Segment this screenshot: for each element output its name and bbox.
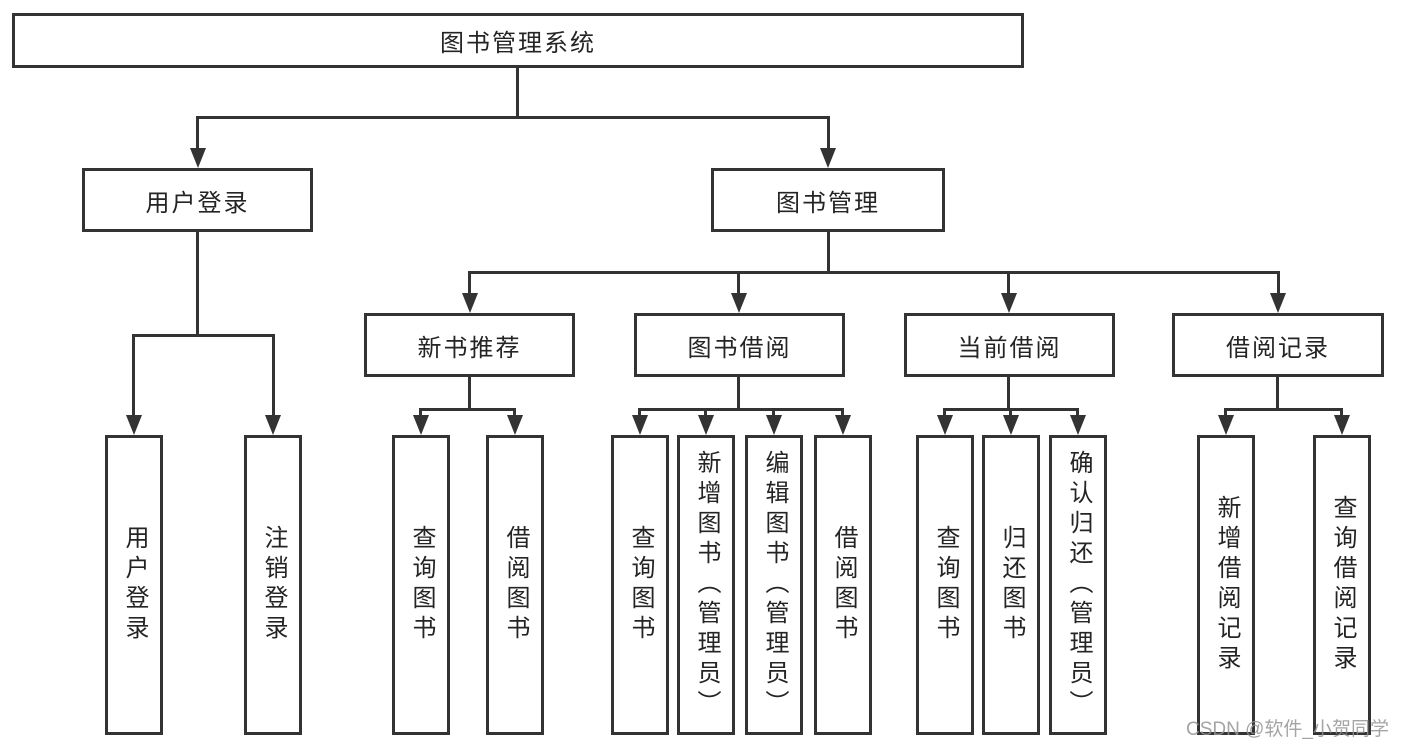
node-current-borrowing: 当前借阅 (904, 313, 1115, 377)
arrow-down-icon (1070, 415, 1086, 435)
leaf-query-borrow-record: 查询借阅记录 (1313, 435, 1371, 735)
arrow-down-icon (1003, 415, 1019, 435)
arrow-down-icon (507, 415, 523, 435)
connector-line (827, 116, 830, 150)
connector-line (943, 408, 946, 417)
connector-line (827, 232, 830, 274)
leaf-borrow-books: 借阅图书 (814, 435, 872, 735)
arrow-down-icon (265, 415, 281, 435)
arrow-down-icon (126, 415, 142, 435)
connector-line (1224, 408, 1343, 411)
leaf-confirm-return-admin: 确认归还（管理员） (1049, 435, 1107, 735)
node-book-borrowing-label: 图书借阅 (687, 334, 792, 362)
connector-line (468, 377, 471, 411)
connector-line (196, 116, 199, 150)
leaf-query-books-borrow-label: 查询图书 (627, 525, 654, 645)
csdn-watermark: CSDN @软件_小贺同学 (1186, 719, 1389, 740)
node-new-book-recommendation-label: 新书推荐 (417, 334, 522, 362)
connector-line (772, 408, 775, 417)
arrow-down-icon (190, 148, 206, 168)
leaf-add-borrow-record: 新增借阅记录 (1197, 435, 1255, 735)
leaf-add-books-admin-label: 新增图书（管理员） (693, 450, 720, 720)
node-user-login: 用户登录 (82, 168, 313, 232)
arrow-down-icon (413, 415, 429, 435)
node-book-borrowing: 图书借阅 (634, 313, 845, 377)
node-book-management-label: 图书管理 (776, 189, 880, 217)
connector-line (272, 334, 275, 417)
connector-line (1076, 408, 1079, 417)
arrow-down-icon (937, 415, 953, 435)
connector-line (513, 408, 516, 417)
connector-line (132, 334, 275, 337)
node-borrowing-records-label: 借阅记录 (1226, 334, 1330, 362)
leaf-user-login-label: 用户登录 (121, 525, 148, 645)
leaf-query-borrow-record-label: 查询借阅记录 (1329, 495, 1356, 675)
node-library-management-system-label: 图书管理系统 (440, 30, 596, 57)
connector-line (638, 408, 641, 417)
connector-line (638, 408, 844, 411)
connector-line (737, 377, 740, 411)
leaf-query-books-recommend: 查询图书 (392, 435, 450, 735)
arrow-down-icon (1218, 415, 1234, 435)
leaf-borrow-books-label: 借阅图书 (830, 525, 857, 645)
connector-line (419, 408, 422, 417)
connector-line (419, 408, 516, 411)
connector-line (516, 68, 519, 119)
arrow-down-icon (1001, 293, 1017, 313)
connector-line (841, 408, 844, 417)
connector-line (1276, 377, 1279, 411)
connector-line (132, 334, 135, 417)
leaf-edit-books-admin-label: 编辑图书（管理员） (761, 450, 788, 720)
node-user-login-label: 用户登录 (145, 189, 250, 217)
leaf-add-books-admin: 新增图书（管理员） (677, 435, 735, 735)
connector-line (704, 408, 707, 417)
connector-line (1007, 377, 1010, 411)
connector-line (1224, 408, 1227, 417)
leaf-return-books-label: 归还图书 (998, 525, 1025, 645)
leaf-edit-books-admin: 编辑图书（管理员） (745, 435, 803, 735)
connector-line (196, 116, 830, 119)
arrow-down-icon (1270, 293, 1286, 313)
connector-line (1007, 271, 1010, 295)
connector-line (737, 271, 740, 295)
node-current-borrowing-label: 当前借阅 (957, 334, 1062, 362)
leaf-borrow-books-recommend-label: 借阅图书 (502, 525, 529, 645)
leaf-logout-label: 注销登录 (260, 525, 287, 645)
connector-line (1340, 408, 1343, 417)
arrow-down-icon (766, 415, 782, 435)
connector-line (1009, 408, 1012, 417)
node-new-book-recommendation: 新书推荐 (364, 313, 575, 377)
leaf-confirm-return-admin-label: 确认归还（管理员） (1065, 450, 1092, 720)
node-borrowing-records: 借阅记录 (1172, 313, 1384, 377)
leaf-borrow-books-recommend: 借阅图书 (486, 435, 544, 735)
arrow-down-icon (731, 293, 747, 313)
arrow-down-icon (835, 415, 851, 435)
leaf-user-login: 用户登录 (105, 435, 163, 735)
leaf-query-books-current-label: 查询图书 (932, 525, 959, 645)
connector-line (1277, 271, 1280, 295)
connector-line (468, 271, 1280, 274)
leaf-logout: 注销登录 (244, 435, 302, 735)
leaf-query-books-borrow: 查询图书 (611, 435, 669, 735)
arrow-down-icon (1334, 415, 1350, 435)
leaf-query-books-current: 查询图书 (916, 435, 974, 735)
leaf-add-borrow-record-label: 新增借阅记录 (1213, 495, 1240, 675)
connector-line (196, 232, 199, 337)
node-book-management: 图书管理 (711, 168, 945, 232)
leaf-query-books-recommend-label: 查询图书 (408, 525, 435, 645)
connector-line (468, 271, 471, 295)
node-library-management-system: 图书管理系统 (12, 13, 1024, 68)
arrow-down-icon (632, 415, 648, 435)
leaf-return-books: 归还图书 (982, 435, 1040, 735)
arrow-down-icon (698, 415, 714, 435)
arrow-down-icon (462, 293, 478, 313)
arrow-down-icon (820, 148, 836, 168)
